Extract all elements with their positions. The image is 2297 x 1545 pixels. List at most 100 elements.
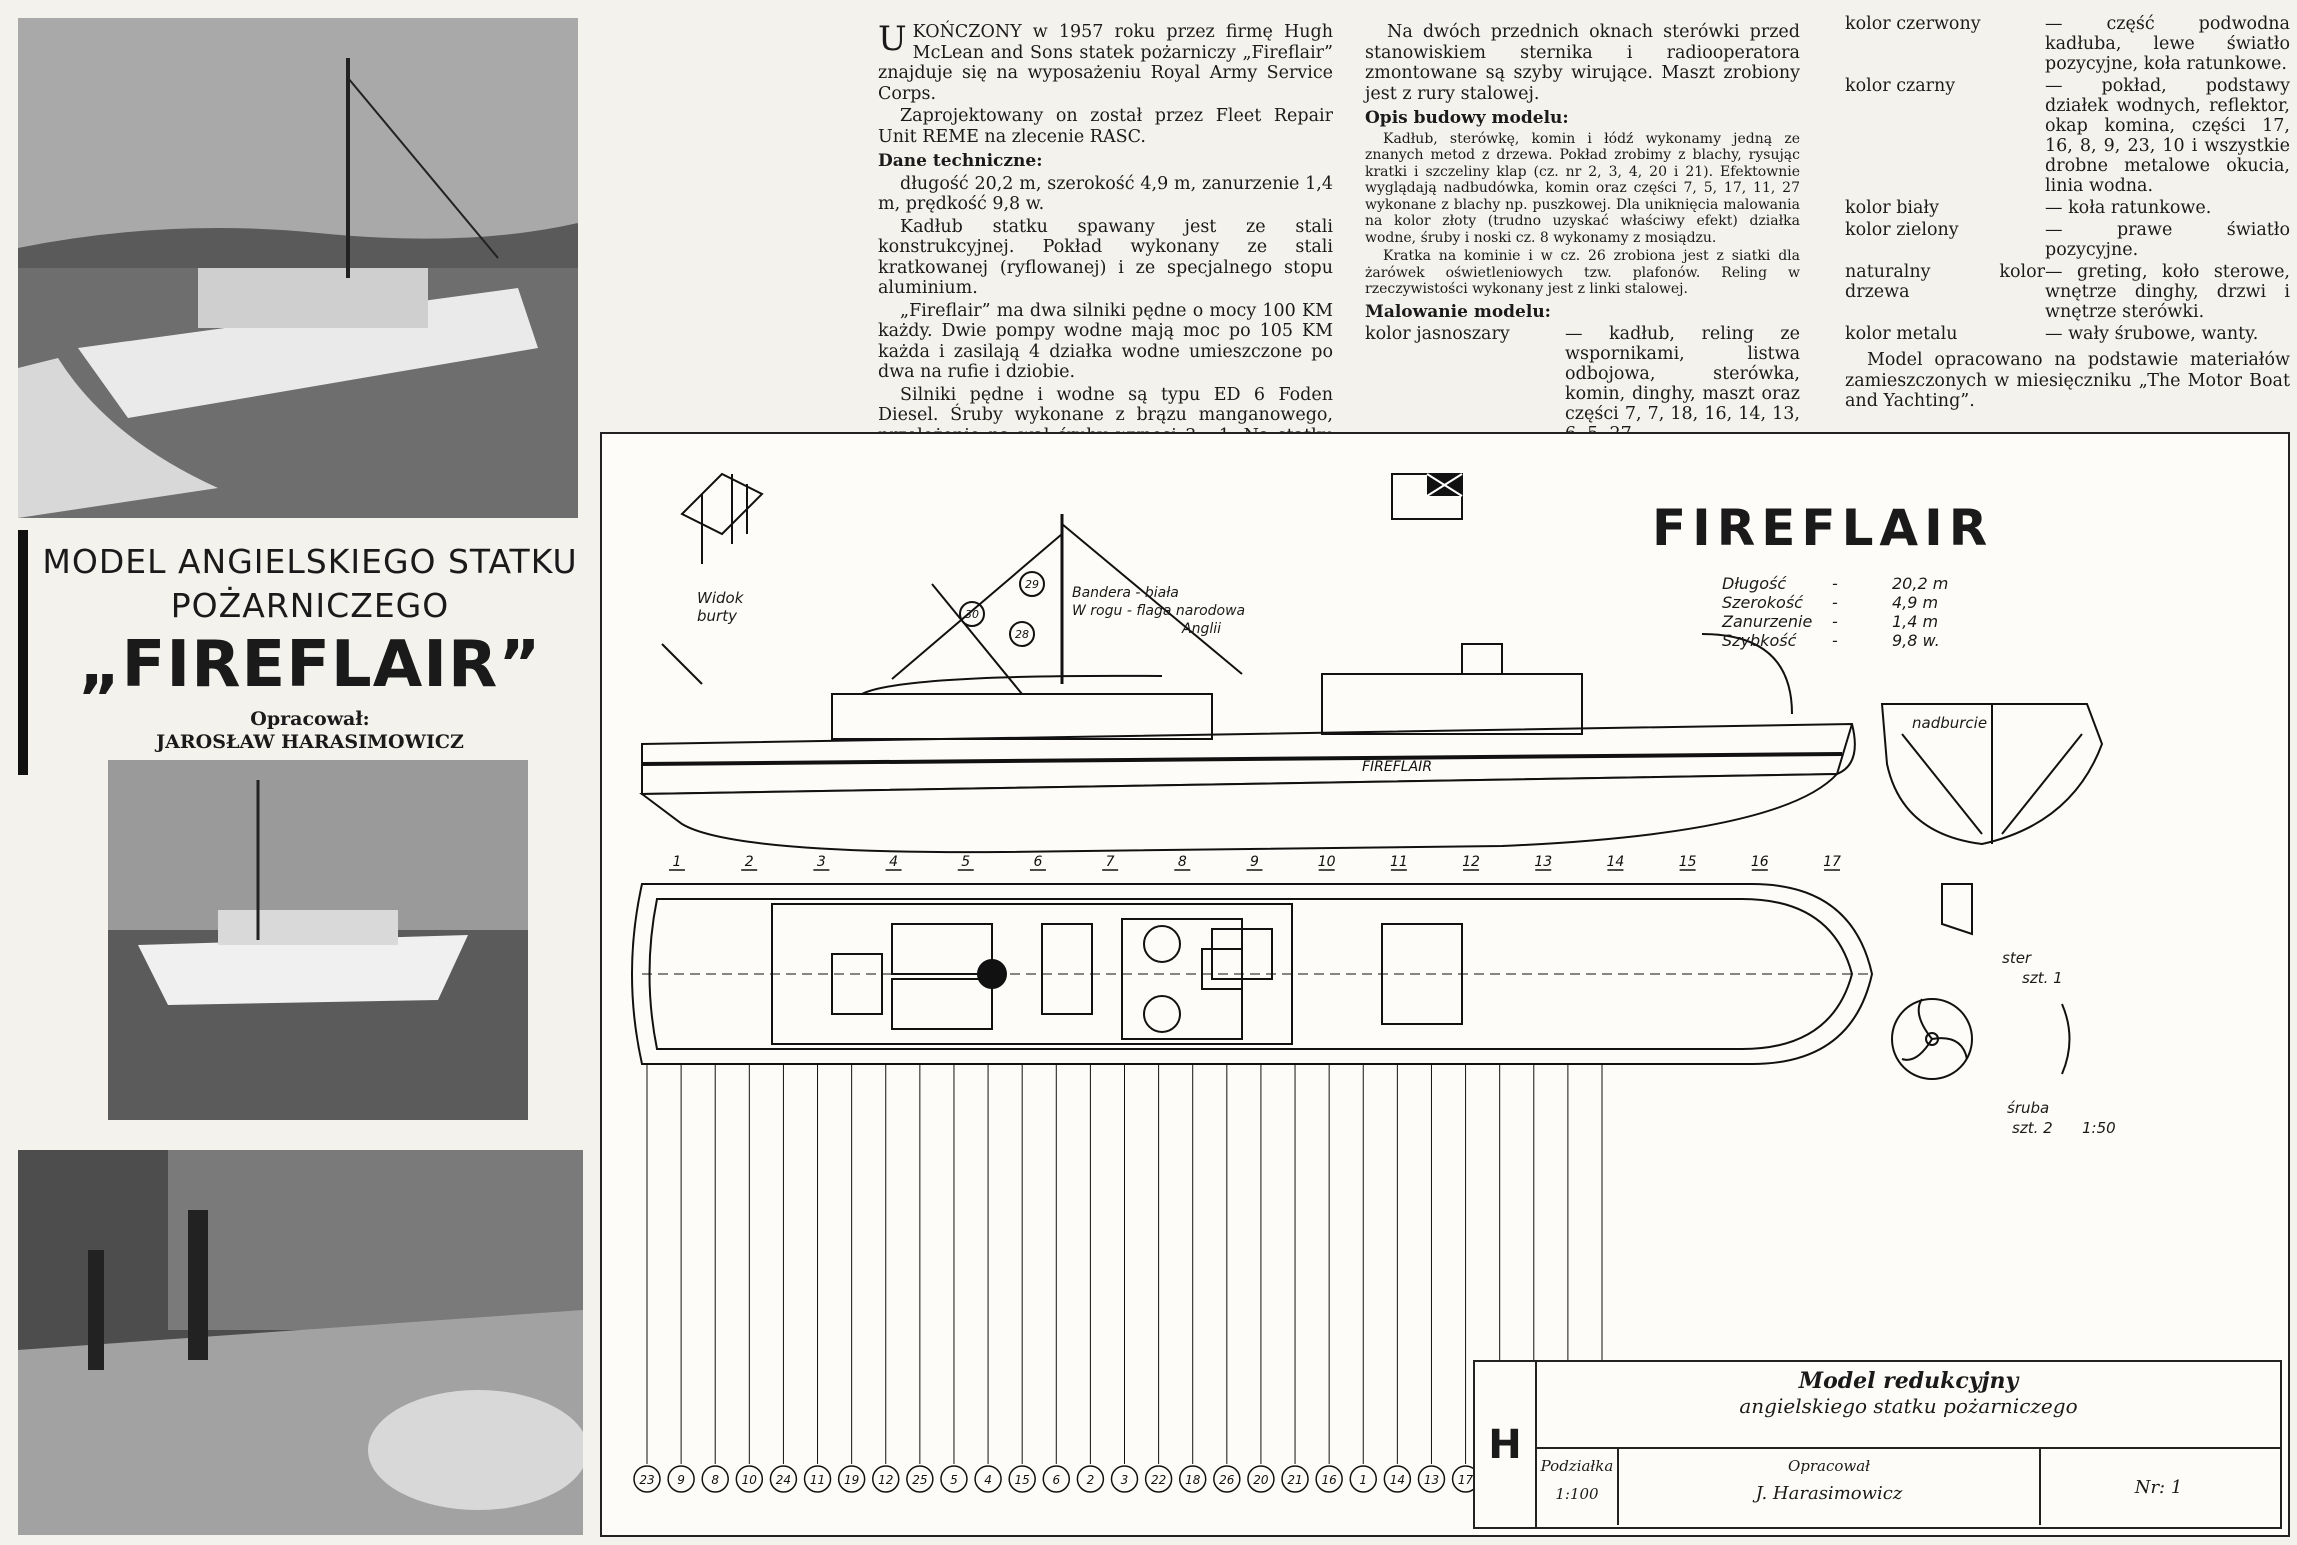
article-p3: Kadłub statku spawany jest ze stali kons… (878, 216, 1333, 299)
technical-drawing: FIREFLAIR (600, 432, 2290, 1537)
flag-legend-line-2: W rogu - flaga narodowa (1072, 603, 1246, 619)
svg-text:15: 15 (1015, 1473, 1030, 1487)
spec-dash: - (1832, 612, 1838, 631)
svg-text:11: 11 (810, 1473, 825, 1487)
frame-mark: 17 (1823, 854, 1841, 871)
svg-text:7: 7 (1106, 854, 1115, 870)
frame-mark: 9 (1246, 854, 1263, 871)
title-block: H Model redukcyjny angielskiego statku p… (1473, 1360, 2282, 1529)
title-accent-bar (18, 530, 28, 775)
frame-mark: 8 (1174, 854, 1191, 871)
part-callout: 12 (872, 1064, 900, 1493)
article-closing: Model opracowano na podstawie materiałów… (1845, 350, 2290, 411)
flag-legend-line-3: Anglii (1182, 621, 1222, 637)
svg-text:11: 11 (1390, 854, 1408, 870)
ship-title: „FIREFLAIR” (78, 628, 542, 702)
part-callout: 21 (1281, 1064, 1309, 1493)
frame-mark: 10 (1318, 854, 1336, 871)
spec-row: Zanurzenie-1,4 m (1722, 612, 1948, 631)
propeller-qty: szt. 2 (2012, 1119, 2053, 1137)
frame-mark: 16 (1751, 854, 1769, 871)
title-line-1: MODEL ANGIELSKIEGO STATKU (42, 542, 578, 581)
svg-text:5: 5 (961, 854, 970, 870)
rudder-icon (1941, 883, 1973, 936)
paint-parts: — koła ratunkowe. (2045, 198, 2212, 218)
tb-author: J. Harasimowicz (1755, 1483, 1903, 1504)
svg-text:30: 30 (965, 608, 979, 621)
spec-row: Szerokość-4,9 m (1722, 593, 1948, 612)
paint-color: kolor jasnoszary (1365, 324, 1510, 344)
tb-title: Model redukcyjny (1798, 1368, 2019, 1394)
spec-key: Długość (1722, 574, 1787, 593)
author-credit: Opracował: JAROSŁAW HARASIMOWICZ (40, 708, 580, 754)
svg-text:23: 23 (639, 1473, 654, 1487)
paint-b-row: naturalny kolor drzewa— greting, koło st… (1845, 262, 2290, 322)
frame-mark: 4 (885, 854, 902, 871)
tb-author-cell: Opracował J. Harasimowicz (1619, 1449, 2041, 1525)
author-label: Opracował: (250, 708, 370, 730)
photo-fireboat-underway (18, 18, 578, 518)
bulwark-sketch (680, 472, 764, 564)
paint-parts: — pokład, podstawy działek wodnych, refl… (2045, 76, 2290, 196)
frame-mark: 5 (957, 854, 974, 871)
part-callout: 3 (1110, 1064, 1139, 1493)
part-callout: 11 (803, 1064, 832, 1493)
paint-heading: Malowanie modelu: (1365, 301, 1551, 322)
svg-text:17: 17 (1823, 854, 1841, 870)
flag-legend: Bandera - biała W rogu - flaga narodowa … (1072, 584, 1245, 638)
svg-text:1: 1 (673, 854, 682, 870)
drawing-svg: FIREFLAIR (631, 472, 2104, 1493)
svg-text:3: 3 (817, 854, 826, 870)
svg-text:24: 24 (776, 1473, 791, 1487)
part-callout: 9 (667, 1064, 695, 1493)
svg-text:13: 13 (1534, 854, 1552, 870)
part-callout: 1 (1349, 1064, 1377, 1493)
part-callout: 23 (633, 1064, 661, 1493)
article-p6: Na dwóch przednich oknach sterówki przed… (1365, 22, 1800, 104)
rudder-label: ster (2002, 949, 2032, 967)
tb-scale: 1:100 (1555, 1485, 1599, 1503)
flag-legend-line-1: Bandera - biała (1072, 585, 1179, 601)
svg-text:18: 18 (1185, 1473, 1201, 1487)
svg-text:26: 26 (1219, 1473, 1235, 1487)
paint-color: kolor biały (1845, 198, 1939, 218)
svg-text:16: 16 (1322, 1473, 1338, 1487)
build-text-2: Kratka na kominie i w cz. 26 zrobiona je… (1365, 248, 1800, 297)
svg-text:12: 12 (878, 1473, 893, 1487)
svg-text:2: 2 (1087, 1473, 1095, 1487)
paint-color: kolor czarny (1845, 76, 1956, 96)
paint-b-row: kolor metalu— wały śrubowe, wanty. (1845, 324, 2290, 344)
paint-color: naturalny kolor drzewa (1845, 262, 2045, 302)
mast-callout: 28 (1015, 628, 1029, 641)
part-callout: 13 (1417, 1064, 1446, 1493)
spec-value: 20,2 m (1892, 574, 1949, 593)
spec-row: Długość - 20,2 m (1722, 574, 1948, 593)
svg-text:29: 29 (1025, 578, 1039, 591)
deck-plan-view (631, 883, 1874, 1065)
propeller-scale: 1:50 (2082, 1119, 2116, 1137)
tb-author-label: Opracował (1787, 1457, 1871, 1475)
svg-text:12: 12 (1462, 854, 1480, 870)
drawing-title: FIREFLAIR (1652, 499, 1994, 557)
frame-mark: 14 (1607, 854, 1624, 871)
mast-callouts: 30 29 28 (965, 578, 1039, 641)
tech-data: długość 20,2 m, szerokość 4,9 m, zanurze… (878, 173, 1333, 215)
article-intro: KOŃCZONY w 1957 roku przez firmę Hugh Mc… (878, 22, 1333, 104)
part-callout: 20 (1247, 1064, 1275, 1493)
svg-text:16: 16 (1751, 854, 1769, 870)
part-callout: 16 (1315, 1064, 1343, 1493)
build-text-1: Kadłub, sterówkę, komin i łódź wykonamy … (1365, 130, 1800, 246)
paint-b-row: kolor biały — koła ratunkowe. (1845, 198, 2290, 218)
svg-text:4: 4 (889, 854, 898, 870)
spec-dash: - (1832, 574, 1838, 593)
svg-text:19: 19 (844, 1473, 859, 1487)
ensign-flag-icon (1391, 473, 1463, 520)
mast-callout: 29 (1025, 578, 1039, 591)
svg-text:15: 15 (1679, 854, 1697, 870)
svg-text:25: 25 (912, 1473, 927, 1487)
svg-text:21: 21 (1287, 1473, 1302, 1487)
spec-value: 1,4 m (1892, 612, 1939, 631)
svg-text:14: 14 (1390, 1473, 1405, 1487)
